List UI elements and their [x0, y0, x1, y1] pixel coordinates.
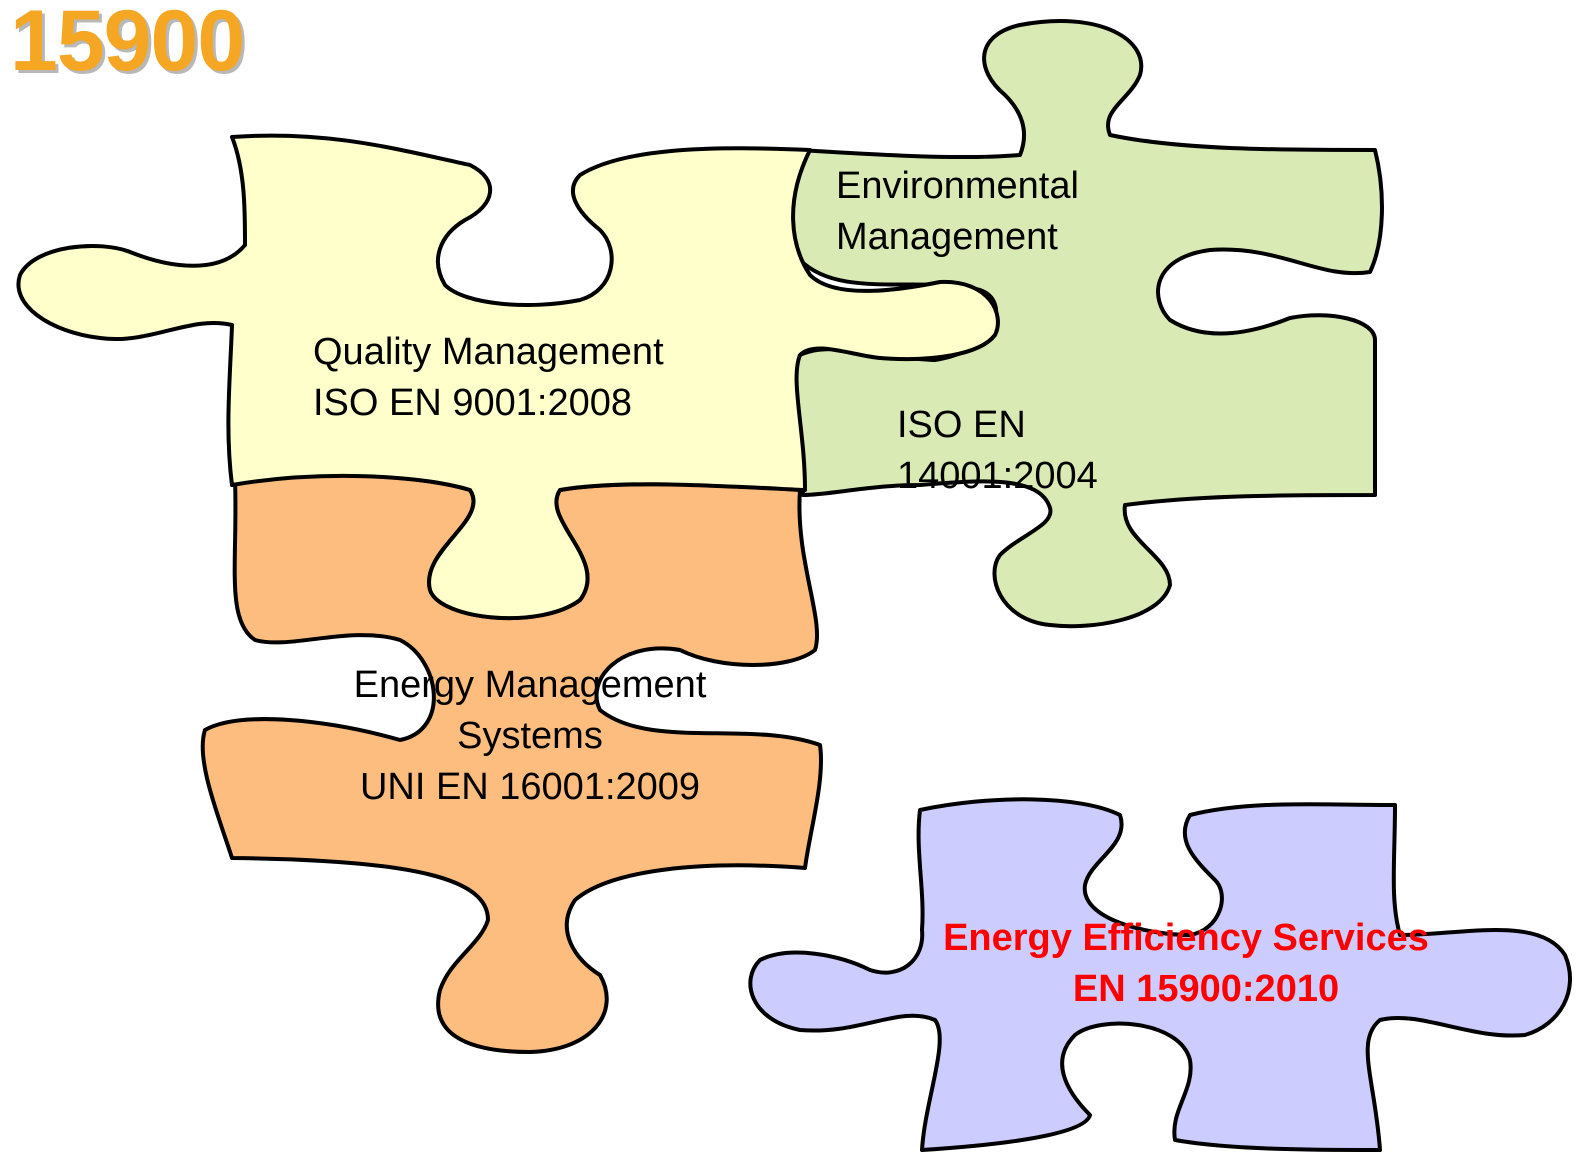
- energy-management-label-line1: Energy Management: [353, 664, 707, 706]
- energy-management-label: Energy Management Systems UNI EN 16001:2…: [330, 660, 730, 813]
- page-title: 15900: [10, 0, 245, 89]
- efficiency-label-line2: EN 15900:2010: [1072, 968, 1340, 1010]
- quality-label-line1: Quality Management: [313, 331, 664, 373]
- environmental-label-line1: Environmental: [836, 165, 1079, 207]
- environmental-label-line4: 14001:2004: [897, 455, 1098, 497]
- efficiency-label: Energy Efficiency Services EN 15900:2010: [912, 913, 1460, 1015]
- environmental-label-line2: Management: [836, 216, 1058, 258]
- energy-management-label-line2: Systems: [457, 715, 603, 757]
- environmental-label-bottom: ISO EN 14001:2004: [897, 400, 1098, 502]
- environmental-label-line3: ISO EN: [897, 404, 1026, 446]
- quality-label: Quality Management ISO EN 9001:2008: [313, 327, 664, 429]
- quality-piece: [16, 133, 1000, 621]
- efficiency-label-line1: Energy Efficiency Services: [943, 917, 1429, 959]
- energy-management-label-line3: UNI EN 16001:2009: [359, 766, 701, 808]
- environmental-label-top: Environmental Management: [836, 161, 1079, 263]
- quality-label-line2: ISO EN 9001:2008: [313, 382, 632, 424]
- efficiency-piece: [748, 797, 1572, 1152]
